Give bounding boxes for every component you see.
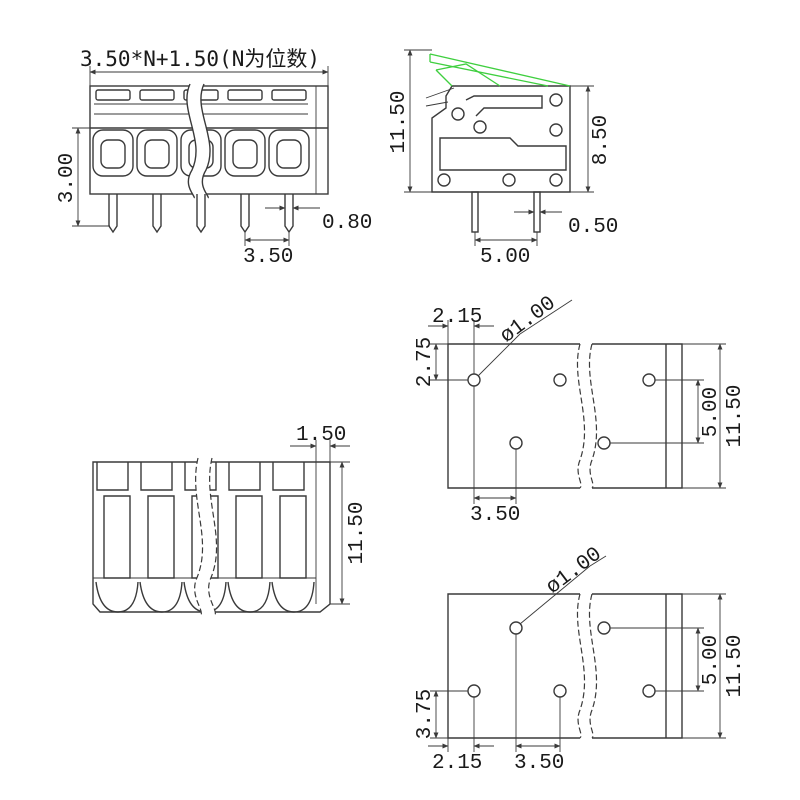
pcb-layout-2: ø1.00 5.00 11.50 3.75 2.15 3.50 [414,543,747,775]
pcb1-break-left [576,343,586,489]
front-pitch-label: 3.50 [243,246,293,269]
top-depth-label: 11.50 [346,501,369,564]
pcb1-hole-diameter-label: ø1.00 [496,292,560,348]
side-inner-slot [465,95,543,117]
pcb1-x-offset-label: 2.15 [432,306,482,329]
front-pin-width-label: 0.80 [322,212,372,235]
pcb2-holes [467,621,656,698]
front-body-outline [89,85,329,195]
top-view: 1.50 11.50 [92,424,369,617]
pcb1-holes [467,373,656,450]
pcb2-x-offset-label: 2.15 [432,752,482,775]
side-body-height-label: 8.50 [590,115,613,165]
pcb-layout-1: 2.15 ø1.00 2.75 5.00 11.50 3.50 [414,292,747,527]
pcb1-pitch-label: 3.50 [470,504,520,527]
pcb2-row-spacing-label: 5.00 [700,635,723,685]
pcb1-depth-label: 11.50 [724,384,747,447]
front-pins [108,194,294,234]
pcb2-break-right [588,593,598,739]
pcb2-y-offset-label: 3.75 [414,689,437,739]
front-formula-label: 3.50*N+1.50(N为位数) [80,47,320,71]
front-height-label: 3.00 [56,153,79,203]
pcb2-break-left [576,593,586,739]
side-view: 11.50 8.50 0.50 5.00 [388,49,618,269]
side-pin-width-label: 0.50 [568,216,618,239]
side-total-height-label: 11.50 [388,90,411,153]
pcb1-row-spacing-label: 5.00 [700,387,723,437]
top-break-mark [194,458,217,616]
side-pin-spacing-label: 5.00 [480,246,530,269]
pcb1-break-right [588,343,598,489]
side-inner-cavity [439,137,567,171]
side-lever [429,53,571,87]
side-holes [437,93,563,187]
pcb2-depth-label: 11.50 [724,634,747,697]
pcb2-hole-diameter-label: ø1.00 [542,543,606,599]
top-end-offset-label: 1.50 [296,424,346,447]
front-break-mark [186,84,211,198]
pcb2-pitch-label: 3.50 [514,752,564,775]
side-body-outline [431,85,571,193]
front-view: 3.50*N+1.50(N为位数) 3.00 0.80 3.50 [56,47,372,269]
pcb1-y-offset-label: 2.75 [414,337,437,387]
